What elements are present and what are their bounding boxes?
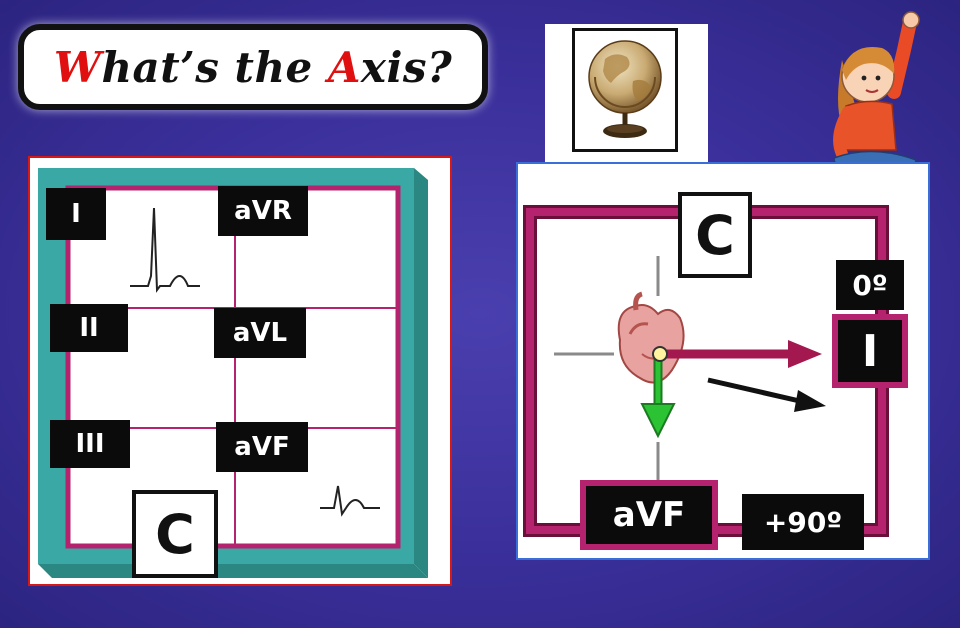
lead-label-ii: II <box>50 304 128 352</box>
qrs-waveform-lead-avf <box>320 485 380 517</box>
lead-label-avf: aVF <box>216 422 308 472</box>
heart-icon <box>617 291 685 384</box>
globe-box <box>545 24 708 174</box>
lead-label-avr: aVR <box>218 186 308 236</box>
lead-label-iii: III <box>50 420 130 468</box>
axis-diagram-panel: C 0º I aVF +90º <box>516 162 930 560</box>
arrow-to-lead-i <box>788 340 822 368</box>
page-title: What’s the Axis? <box>54 43 452 92</box>
resultant-axis-arrow <box>794 390 826 412</box>
qrs-waveform-lead-i <box>130 207 200 293</box>
title-letter-w: W <box>53 42 102 92</box>
globe-icon <box>588 40 662 138</box>
title-banner: What’s the Axis? <box>18 24 488 110</box>
lead-avf-angle: +90º <box>742 494 864 550</box>
lead-i-angle: 0º <box>836 260 904 310</box>
arrow-to-lead-avf <box>640 403 676 439</box>
origin-point <box>652 346 668 362</box>
lead-label-avl: aVL <box>214 308 306 358</box>
ecg-grid <box>38 168 428 578</box>
quiz-letter-c-right: C <box>678 192 752 278</box>
title-text-1: hat’s the <box>101 42 328 92</box>
title-letter-a: A <box>327 42 361 92</box>
globe-frame <box>572 28 678 152</box>
title-text-2: xis? <box>360 42 453 92</box>
lead-label-i: I <box>46 188 106 240</box>
lead-avf-box: aVF <box>580 480 718 550</box>
lead-i-box: I <box>832 314 908 388</box>
ecg-lead-panel: I aVR II aVL III aVF C <box>28 156 452 586</box>
quiz-letter-c-left: C <box>132 490 218 578</box>
